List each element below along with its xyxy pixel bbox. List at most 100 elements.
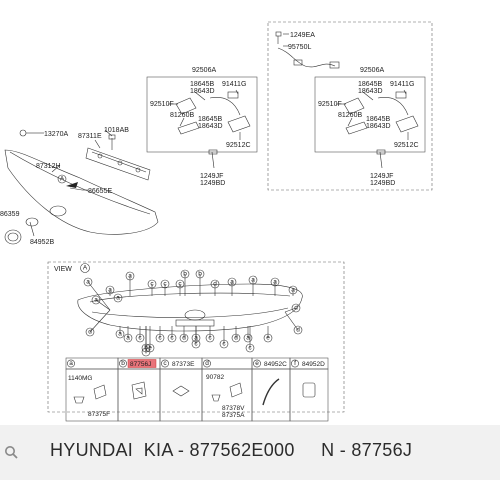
clip-d2-icon xyxy=(229,382,243,398)
box-left-92510f: 92510F xyxy=(150,101,174,108)
table-body-cell-b xyxy=(117,368,161,422)
view-callout-bottom-14: c xyxy=(194,341,198,348)
view-callout-circle-top-6 xyxy=(210,279,220,289)
view-callout-bottom-1: c xyxy=(138,335,142,342)
label-87312h: 87312H xyxy=(36,163,61,170)
table-part-d-0: 90782 xyxy=(206,374,224,381)
label-84952b: 84952B xyxy=(30,239,54,246)
view-label: VIEW xyxy=(54,266,72,273)
view-callout-circle-top-7 xyxy=(175,279,185,289)
lamp-box-left xyxy=(146,76,258,153)
footer-bar: HYUNDAI KIA - 877562E000 N - 87756J xyxy=(0,425,500,480)
table-part-d-1: 87378V xyxy=(222,405,245,412)
box-left-1249bd: 1249BD xyxy=(200,180,225,187)
garnish-assembly: A xyxy=(4,129,159,245)
table-body-cell-c xyxy=(159,368,203,422)
table-code-f: 84952D xyxy=(302,361,325,368)
view-callout-left-0: a xyxy=(86,279,90,286)
box-right-18645b-b: 18645B xyxy=(366,116,390,123)
table-letter-c: c xyxy=(163,360,167,367)
view-callout-top-4: c xyxy=(150,281,154,288)
view-callout-circle-top-1 xyxy=(105,285,115,295)
view-callout-bottom-8: c xyxy=(222,341,226,348)
view-callout-top-7: c xyxy=(178,281,182,288)
view-callout-circle-bottom-13 xyxy=(115,329,125,339)
view-callout-right-1: d xyxy=(296,327,300,334)
view-callout-top-2: b xyxy=(183,271,187,278)
label-13270a: 13270A xyxy=(44,131,68,138)
table-head-cell-d xyxy=(201,357,253,370)
view-callout-bottom-3: c xyxy=(158,335,162,342)
table-letter-a: a xyxy=(69,360,73,367)
view-callout-circle-left-2 xyxy=(91,295,101,305)
view-callout-circle-left-0 xyxy=(83,277,93,287)
view-callout-circle-bottom-14 xyxy=(191,339,201,349)
box-right-91411g: 91411G xyxy=(390,81,414,88)
box-left-92512c: 92512C xyxy=(226,142,251,149)
label-86359: 86359 xyxy=(0,211,20,218)
clip-a-icon xyxy=(73,396,85,404)
box-left-18643d-b: 18643D xyxy=(198,123,223,130)
view-callout-bottom-16: e xyxy=(266,335,270,342)
view-callout-circle-bottom-16 xyxy=(263,333,273,343)
view-callout-top-11: a xyxy=(291,287,295,294)
view-callout-circle-bottom-5 xyxy=(179,333,189,343)
table-body-cell-f xyxy=(289,368,329,422)
view-callout-top-8: a xyxy=(230,279,234,286)
table-letter-circle-b xyxy=(119,359,127,368)
view-callout-circle-top-5 xyxy=(160,279,170,289)
view-callout-circle-right-0 xyxy=(291,303,301,313)
parts-diagram: A 13270A 87311E 1018AB 87312H 86655E 863… xyxy=(0,21,433,422)
view-callout-top-0: a xyxy=(128,273,132,280)
table-letter-e: e xyxy=(255,360,259,367)
box-left-91411g: 91411G xyxy=(222,81,246,88)
view-callout-circle-bottom-15 xyxy=(245,343,255,353)
view-callout-bottom-0: a xyxy=(126,335,130,342)
label-1249ea: 1249EA xyxy=(290,32,315,39)
view-callout-circle-bottom-7 xyxy=(205,333,215,343)
view-callout-top-9: a xyxy=(251,277,255,284)
view-callout-bottom-4: c xyxy=(170,335,174,342)
callout-a-label: A xyxy=(60,176,65,183)
harness-assembly xyxy=(275,31,340,69)
view-callout-circle-bottom-4 xyxy=(167,333,177,343)
table-head-cell-a xyxy=(65,357,119,370)
view-callout-circle-top-0 xyxy=(125,271,135,281)
tape-e-icon xyxy=(262,378,280,406)
view-callout-top-1: a xyxy=(108,287,112,294)
table-letter-b: b xyxy=(121,360,125,367)
view-callout-circle-top-8 xyxy=(227,277,237,287)
right-assembly-frame xyxy=(267,21,433,191)
box-right-92510f: 92510F xyxy=(318,101,342,108)
view-callout-circle-bottom-1 xyxy=(135,333,145,343)
table-part-d-2: 87375A xyxy=(222,412,245,419)
view-a-frame xyxy=(47,261,345,413)
table-letter-circle-e xyxy=(253,359,261,368)
highlight-marker xyxy=(127,359,157,368)
clip-a2-icon xyxy=(93,384,107,400)
box-right-18645b-a: 18645B xyxy=(358,81,382,88)
table-part-a-0: 1140MG xyxy=(68,375,92,382)
clip-b-inner-icon xyxy=(135,387,143,395)
view-callout-top-12: a xyxy=(116,295,120,302)
part-number-caption: HYUNDAI KIA - 877562E000 N - 87756J xyxy=(50,440,413,460)
table-code-b: 87756J xyxy=(130,361,151,368)
lamp-parts-right xyxy=(336,89,419,169)
table-letter-f: f xyxy=(294,360,296,367)
view-callout-bottom-11: e xyxy=(148,345,152,352)
garnish-back-view xyxy=(77,283,303,332)
box-right-92512c: 92512C xyxy=(394,142,419,149)
box-left-18645b-a: 18645B xyxy=(190,81,214,88)
label-87311e: 87311E xyxy=(78,133,102,140)
table-body-cell-e xyxy=(251,368,291,422)
view-callout-circle-top-3 xyxy=(195,269,205,279)
table-part-a-1: 87375F xyxy=(88,411,110,418)
view-callout-circle-top-11 xyxy=(288,285,298,295)
view-callout-circle-bottom-10 xyxy=(243,333,253,343)
lamp-parts-left xyxy=(168,89,251,169)
view-callout-circle-right-1 xyxy=(293,325,303,335)
view-callout-left-2: a xyxy=(94,297,98,304)
label-86655e: 86655E xyxy=(88,188,112,195)
view-callout-right-0: d xyxy=(294,305,298,312)
